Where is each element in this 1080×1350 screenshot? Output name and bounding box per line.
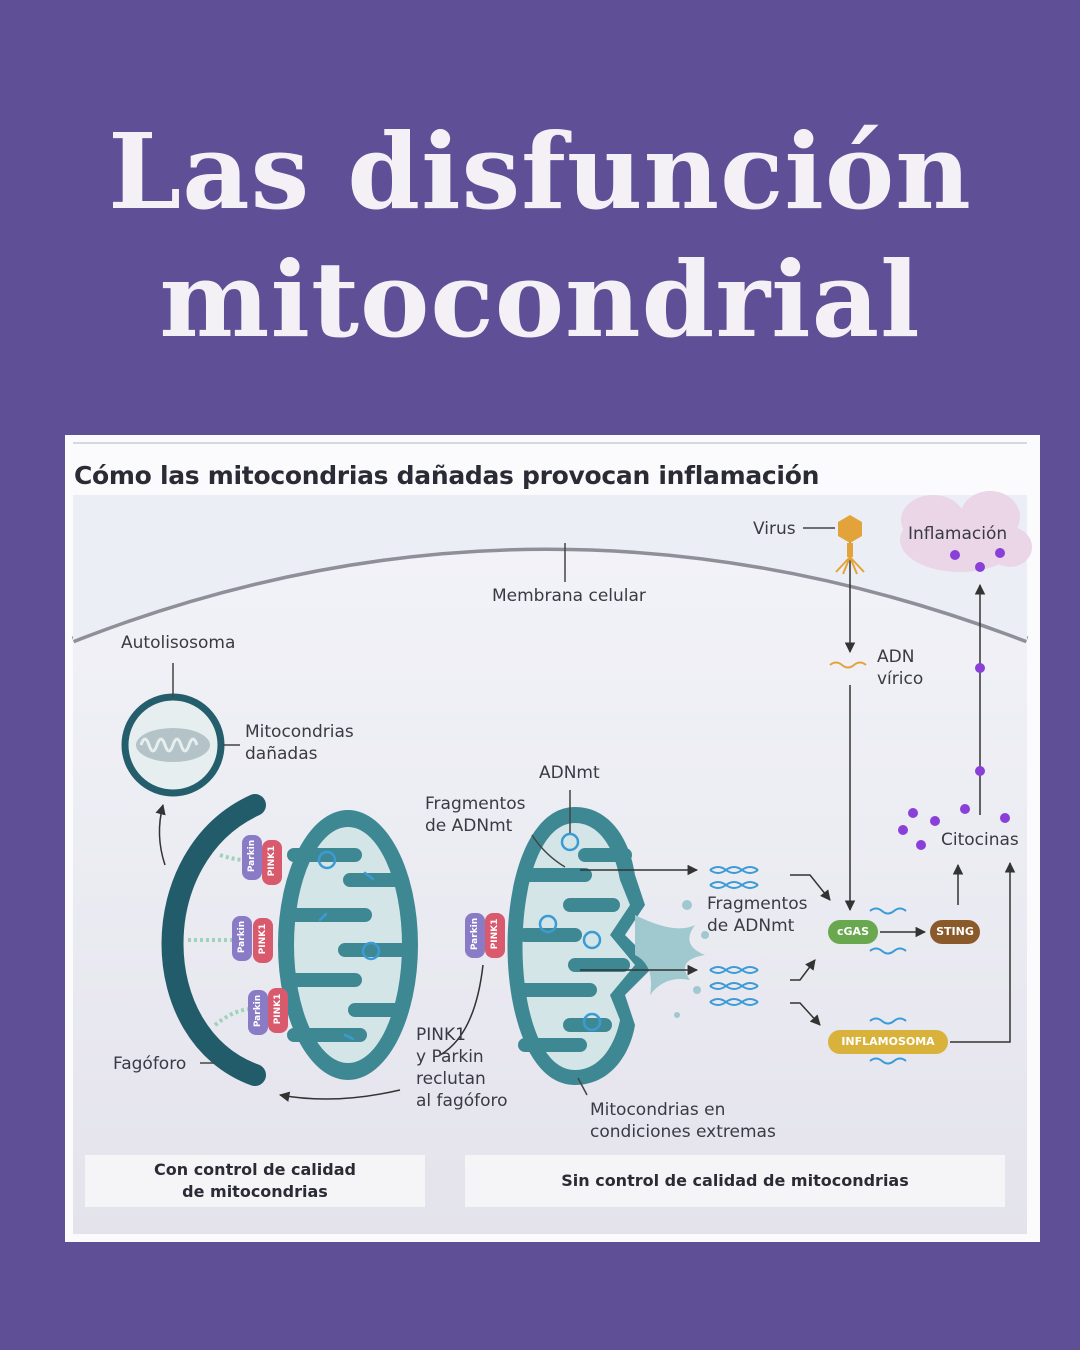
frag-to-cgas-2 [790,959,816,981]
pink-line-4: al fagóforo [416,1091,508,1111]
autolysosome [121,693,225,797]
figure-title: Cómo las mitocondrias dañadas provocan i… [74,461,820,490]
fragments-right-line-1: Fragmentos [707,894,808,914]
caption-left-line-1: Con control de calidad [154,1160,356,1179]
parkin-pink1-pair-2 [232,916,273,963]
frag-to-cgas-1 [790,874,831,901]
parkin-free: Parkin [470,917,480,951]
mtdna-label: ADNmt [539,763,600,783]
sting-pill [930,920,980,944]
pink-line-3: reclutan [416,1069,486,1089]
virus-label: Virus [753,519,796,539]
stressed-mitochondrion [507,807,655,1085]
cgas-pill [828,920,878,944]
viral-dna-line-2: vírico [877,669,924,689]
diagram-figure: Cómo las mitocondrias dañadas provocan i… [65,435,1040,1242]
pink-leader [439,964,484,1056]
parkin-pink1-pair-1 [242,835,282,885]
parkin-pink1-pair-3 [248,988,288,1035]
autolysosome-label: Autolisosoma [121,633,236,653]
damaged-mito-label: Mitocondrias dañadas [245,721,354,765]
parkin-3: Parkin [253,994,263,1028]
pink-line-2: y Parkin [416,1047,484,1067]
fragments-right-line-2: de ADNmt [707,916,795,936]
phagophore [161,794,266,1086]
pink1-3: PINK1 [273,993,283,1025]
pink1-2: PINK1 [258,923,268,955]
fragments-top-label: Fragmentos de ADNmt [425,793,525,837]
virus [835,515,865,575]
to-autolysosome-arrow [155,803,166,866]
caption-with-quality-control: Con control de calidad de mitocondrias [85,1155,425,1207]
frag-to-inflammasome [790,1002,821,1026]
cytokines [898,548,1010,850]
inflammation-cloud [900,491,1032,572]
stressed-leader [577,1077,588,1096]
fragments-leader [531,834,566,868]
title-line-1: Las disfunción [108,110,972,233]
pink1-1: PINK1 [267,845,277,877]
parkin-2: Parkin [237,920,247,954]
phagophore-label: Fagóforo [113,1054,187,1074]
inflammasome-pill [828,1030,948,1054]
parkin-1: Parkin [247,839,257,873]
fragments-top-line-1: Fragmentos [425,794,526,814]
pink1-free: PINK1 [490,918,500,950]
recruit-arrow [278,1089,401,1102]
cgas-label: cGAS [837,925,869,938]
cytokines-label: Citocinas [941,830,1019,850]
viral-dna [829,661,867,669]
inflammasome-to-cytokines [950,861,1016,1043]
left-mitochondrion [278,810,418,1080]
damaged-mito-line-2: dañadas [245,744,318,764]
stressed-line-1: Mitocondrias en [590,1100,726,1120]
inflammation-label: Inflamación [908,524,1008,544]
extracellular-space [73,495,1027,640]
caption-without-quality-control: Sin control de calidad de mitocondrias [465,1155,1005,1207]
damaged-mito-line-1: Mitocondrias [245,722,354,742]
page-title: Las disfunción mitocondrial [0,108,1080,364]
viral-dna-label: ADN vírico [877,646,923,690]
dna-fragments [709,866,907,1065]
caption-left-line-2: de mitocondrias [182,1182,328,1201]
parkin-pink1-pair-free [465,913,505,958]
diagram-graphics [65,435,1040,1242]
fragments-top-line-2: de ADNmt [425,816,513,836]
title-line-2: mitocondrial [159,238,921,361]
membrane-label: Membrana celular [492,586,646,606]
bottom-strip [73,1230,1027,1234]
mtdna-splash [635,900,709,1018]
viral-dna-line-1: ADN [877,647,915,667]
pink-line-1: PINK1 [416,1025,466,1045]
pink-parkin-label: PINK1 y Parkin reclutan al fagóforo [416,1024,508,1112]
inflammasome-label: INFLAMOSOMA [841,1035,935,1048]
sting-label: STING [936,925,974,938]
stressed-mito-label: Mitocondrias en condiciones extremas [590,1099,776,1143]
fragments-right-label: Fragmentos de ADNmt [707,893,807,937]
stressed-line-2: condiciones extremas [590,1122,776,1142]
